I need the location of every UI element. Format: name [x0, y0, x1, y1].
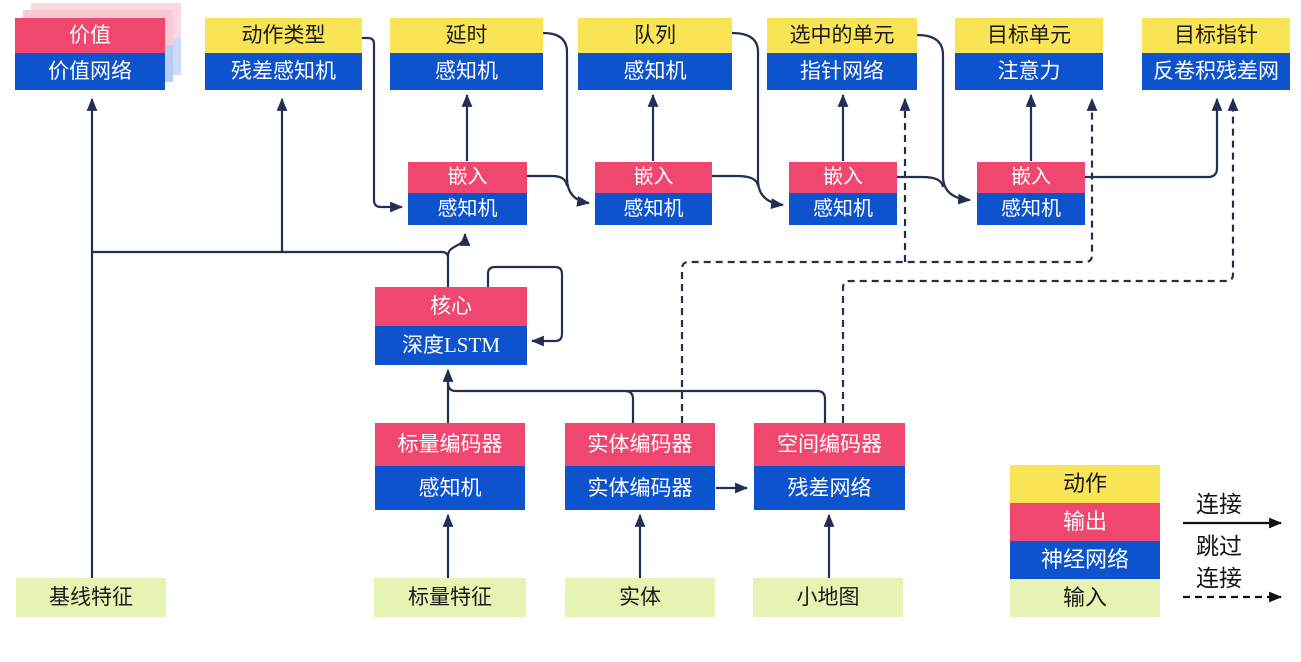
head-selected-units-network-label: 指针网络 [767, 53, 917, 90]
legend-action-label: 动作 [1010, 465, 1160, 503]
embed-4-network-label: 感知机 [977, 193, 1085, 225]
wire-selected-to-embed4 [916, 33, 972, 205]
head-value: 价值 价值网络 [15, 18, 165, 90]
wire-embed1-right-merge [527, 174, 569, 187]
embed-3-network-label: 感知机 [789, 193, 897, 225]
input-minimap: 小地图 [753, 578, 903, 617]
encoder-entity: 实体编码器 实体编码器 [565, 423, 715, 510]
wire-core-to-embed1 [446, 232, 471, 257]
head-selected-units: 选中的单元 指针网络 [767, 18, 917, 90]
embed-2-output-label: 嵌入 [595, 162, 712, 193]
head-queue: 队列 感知机 [578, 18, 732, 90]
wire-core-recurrent-loop [486, 265, 564, 347]
embed-4: 嵌入 感知机 [977, 162, 1085, 225]
head-target-unit-network-label: 注意力 [955, 53, 1103, 90]
wire-embed4-to-targetpoint [1085, 97, 1223, 179]
head-delay-network-label: 感知机 [390, 53, 543, 90]
embed-3: 嵌入 感知机 [789, 162, 897, 225]
head-delay: 延时 感知机 [390, 18, 543, 90]
legend-input-label: 输入 [1010, 579, 1160, 617]
head-delay-action-label: 延时 [390, 18, 543, 53]
wire-actiontype-to-embed1 [362, 36, 404, 213]
head-target-unit: 目标单元 注意力 [955, 18, 1103, 90]
encoder-spatial: 空间编码器 残差网络 [754, 423, 905, 510]
wire-skip-entity-to-targetunit [680, 97, 1098, 423]
legend-network-label: 神经网络 [1010, 541, 1160, 579]
embed-2-network-label: 感知机 [595, 193, 712, 225]
embed-1: 嵌入 感知机 [408, 162, 527, 225]
core-output-label: 核心 [375, 287, 527, 326]
encoder-scalar-output-label: 标量编码器 [375, 423, 525, 466]
core-network-label: 深度LSTM [375, 326, 527, 365]
wire-skip-spatial-to-targetpoint [841, 97, 1239, 423]
head-action-type: 动作类型 残差感知机 [205, 18, 362, 90]
input-scalar-features: 标量特征 [374, 578, 526, 617]
legend-skip-label-line1: 跳过 [1196, 534, 1242, 559]
embed-1-output-label: 嵌入 [408, 162, 527, 193]
core-box: 核心 深度LSTM [375, 287, 527, 365]
embed-2: 嵌入 感知机 [595, 162, 712, 225]
legend-color-key: 动作 输出 神经网络 输入 [1010, 465, 1160, 617]
wire-entity-encoder-hook [624, 389, 635, 423]
wire-delay-to-embed2 [542, 31, 591, 207]
encoder-scalar-network-label: 感知机 [375, 466, 525, 510]
embed-3-output-label: 嵌入 [789, 162, 897, 193]
head-target-point: 目标指针 反卷积残差网 [1142, 18, 1290, 90]
embed-4-output-label: 嵌入 [977, 162, 1085, 193]
head-queue-network-label: 感知机 [578, 53, 732, 90]
head-selected-units-action-label: 选中的单元 [767, 18, 917, 53]
wire-embed2-right-merge [712, 174, 760, 187]
head-target-point-network-label: 反卷积残差网 [1142, 53, 1290, 90]
legend-connection-label: 连接 [1196, 492, 1242, 517]
encoder-spatial-network-label: 残差网络 [754, 466, 905, 510]
wire-core-output-horizontal [92, 250, 450, 287]
legend-skip-label-line2: 连接 [1196, 566, 1242, 591]
legend-output-label: 输出 [1010, 503, 1160, 541]
head-value-output-label: 价值 [15, 18, 165, 53]
encoder-entity-output-label: 实体编码器 [565, 423, 715, 466]
encoder-spatial-output-label: 空间编码器 [754, 423, 905, 466]
head-action-type-network-label: 残差感知机 [205, 53, 362, 90]
encoder-entity-network-label: 实体编码器 [565, 466, 715, 510]
head-target-point-action-label: 目标指针 [1142, 18, 1290, 53]
head-target-unit-action-label: 目标单元 [955, 18, 1103, 53]
head-queue-action-label: 队列 [578, 18, 732, 53]
wire-encoder-collector [446, 382, 827, 423]
wire-queue-to-embed3 [731, 31, 785, 209]
head-action-type-action-label: 动作类型 [205, 18, 362, 53]
wire-embed3-right-merge [897, 175, 945, 188]
encoder-scalar: 标量编码器 感知机 [375, 423, 525, 510]
head-value-network-label: 价值网络 [15, 53, 165, 90]
input-baseline-features: 基线特征 [16, 578, 166, 617]
input-entities: 实体 [565, 578, 715, 617]
embed-1-network-label: 感知机 [408, 193, 527, 225]
